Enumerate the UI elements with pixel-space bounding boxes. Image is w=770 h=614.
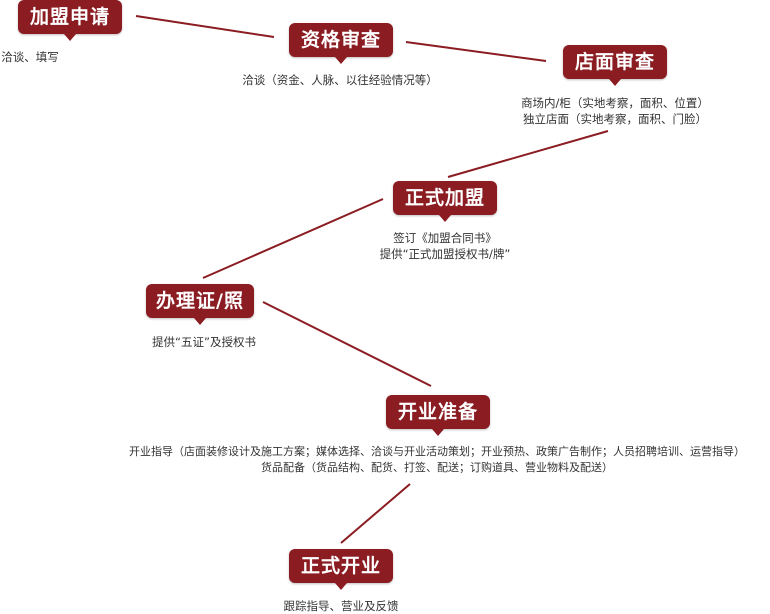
detail-line: 货品配备（货品结构、配货、打签、配送；订购道具、营业物料及配送） [261,461,613,474]
detail-line: 提供“正式加盟授权书/牌” [379,247,511,261]
detail-line: 独立店面（实地考察，面积、门脸） [523,112,707,126]
connector-line [405,41,547,62]
step-grand-opening: 正式开业 [289,549,393,590]
step-opening-preparation-details: 开业指导（店面装修设计及施工方案；媒体选择、洽谈与开业活动策划；开业预热、政策广… [100,444,770,476]
step-qualification-review-details: 洽谈（资金、人脉、以往经验情况等） [200,72,480,88]
connector-line [262,301,432,387]
step-franchise-application: 加盟申请 [18,0,122,41]
step-store-review-details: 商场内/柜（实地考察，面积、位置） 独立店面（实地考察，面积、门脸） [488,95,742,127]
step-formal-franchise-details: 签订《加盟合同书》 提供“正式加盟授权书/牌” [345,230,545,262]
detail-line: 提供“五证”及授权书 [152,335,256,349]
connector-line [340,483,411,544]
step-franchise-application-details: 洽谈、填写 [0,49,90,65]
step-licenses: 办理证/照 [146,284,254,325]
detail-line: 商场内/柜（实地考察，面积、位置） [521,96,709,110]
detail-line: 开业指导（店面装修设计及施工方案；媒体选择、洽谈与开业活动策划；开业预热、政策广… [129,445,745,458]
step-store-review: 店面审查 [563,45,667,86]
step-opening-preparation: 开业准备 [386,395,490,436]
step-grand-opening-details: 跟踪指导、营业及反馈 [261,598,421,614]
connector-line [135,15,275,38]
connector-line [202,198,384,279]
detail-line: 签订《加盟合同书》 [393,231,497,245]
connector-line [447,130,609,178]
detail-line: 洽谈、填写 [1,50,59,64]
step-qualification-review: 资格审查 [289,23,393,64]
detail-line: 跟踪指导、营业及反馈 [283,599,399,613]
detail-line: 洽谈（资金、人脉、以往经验情况等） [242,73,438,87]
step-licenses-details: 提供“五证”及授权书 [114,334,294,350]
step-formal-franchise: 正式加盟 [393,181,497,222]
